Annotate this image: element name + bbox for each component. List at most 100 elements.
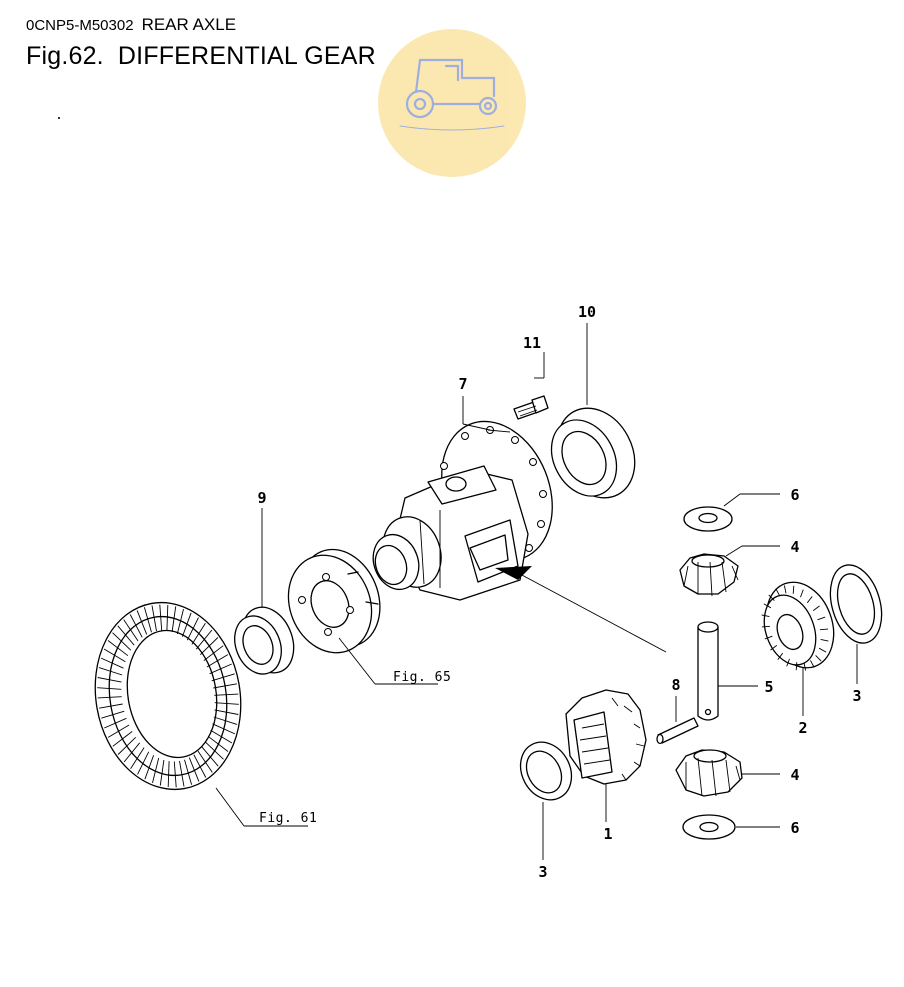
gear-tooth [137, 751, 150, 775]
gear-tooth [213, 683, 237, 689]
watermark-logo [378, 29, 526, 177]
gear-tooth [97, 687, 122, 690]
gear-tooth [213, 716, 238, 725]
gear-tooth [763, 603, 772, 609]
gear-tooth [768, 594, 775, 601]
gear-tooth [136, 610, 148, 635]
part-4-pinion-upper [679, 553, 739, 597]
gear-tooth [817, 616, 826, 621]
gear-tooth [204, 741, 224, 760]
section-title: REAR AXLE [141, 15, 237, 34]
callout-11: 11 [523, 334, 541, 352]
gear-tooth [188, 757, 200, 782]
gear-tooth [191, 623, 206, 645]
gear-tooth [103, 648, 126, 663]
callout-6-upper: 6 [790, 486, 799, 504]
gear-tooth [107, 640, 129, 657]
callout-3-left: 3 [538, 863, 547, 881]
gear-tooth [777, 652, 784, 660]
gear-tooth [803, 662, 807, 671]
gear-tooth [151, 605, 157, 632]
callout-5: 5 [764, 678, 773, 696]
part-4-pinion-lower [675, 749, 743, 797]
gear-tooth [184, 759, 193, 785]
gear-tooth [820, 628, 829, 631]
callout-10: 10 [578, 303, 596, 321]
gear-tooth [810, 660, 815, 668]
stray-dot [58, 117, 60, 119]
gear-tooth [214, 693, 239, 696]
gear-tooth [770, 645, 778, 651]
gear-tooth [209, 663, 232, 675]
gear-tooth [201, 746, 219, 767]
gear-tooth [143, 607, 152, 633]
gear-tooth [214, 702, 239, 705]
callout-6-lower: 6 [790, 819, 799, 837]
gear-tooth [144, 755, 155, 780]
part-2-side-gear [761, 581, 835, 671]
part-3-washer-right [829, 564, 883, 644]
gear-tooth [159, 604, 163, 631]
gear-tooth [203, 645, 224, 661]
gear-tooth [117, 625, 135, 646]
part-11-bolt [513, 395, 549, 420]
gear-tooth [820, 638, 829, 642]
gear-tooth [818, 647, 827, 653]
gear-tooth [800, 589, 804, 598]
figure-heading: Fig.62.DIFFERENTIAL GEAR [26, 42, 376, 71]
gear-tooth [101, 710, 125, 719]
gear-tooth [806, 596, 813, 604]
gear-tooth [792, 585, 795, 594]
gear-tooth [186, 617, 199, 641]
gear-tooth [100, 657, 124, 669]
gear-tooth [206, 654, 229, 668]
gear-tooth [176, 608, 184, 635]
gear-tooth [112, 731, 133, 747]
callout-2: 2 [798, 719, 807, 737]
tractor-icon [399, 58, 505, 131]
gear-tooth [97, 677, 122, 683]
figure-number: Fig.62. [26, 42, 104, 70]
gear-tooth [207, 735, 229, 752]
gear-tooth [181, 612, 192, 637]
gear-tooth [117, 736, 137, 755]
gear-tooth [212, 723, 236, 735]
part-1-side-gear [565, 689, 647, 785]
gear-tooth [123, 619, 139, 642]
document-code: 0CNP5-M50302 REAR AXLE [26, 15, 236, 35]
gear-tooth [123, 742, 141, 763]
gear-tooth [761, 614, 770, 618]
gear-tooth [211, 673, 235, 682]
part-9-bearing [234, 606, 295, 675]
document-code-text: 0CNP5-M50302 [26, 17, 134, 34]
part-ring-gear-fig61 [94, 601, 242, 791]
gear-tooth [152, 757, 160, 784]
gear-tooth [159, 759, 165, 786]
ring-gear-teeth [97, 604, 239, 788]
gear-tooth [166, 604, 169, 631]
gear-tooth [795, 662, 798, 671]
callout-1: 1 [603, 825, 612, 843]
gear-tooth [775, 588, 780, 596]
gear-tooth [195, 629, 213, 650]
gear-tooth [173, 761, 177, 788]
callout-4-upper: 4 [790, 538, 799, 556]
leader-lines [215, 323, 858, 860]
reference-fig65: Fig. 65 [393, 670, 451, 685]
gear-tooth [179, 760, 185, 787]
part-5-shaft [697, 621, 719, 721]
gear-tooth [761, 625, 770, 628]
callout-3-right: 3 [852, 687, 861, 705]
part-hub-fig65 [287, 548, 381, 654]
part-6-washer-upper [683, 506, 733, 532]
callout-4-lower: 4 [790, 766, 799, 784]
gear-tooth [97, 696, 122, 699]
gear-tooth [104, 717, 127, 729]
gear-tooth [210, 729, 233, 744]
part-6-washer-lower [682, 814, 736, 840]
gear-tooth [214, 709, 239, 715]
gear-tooth [98, 667, 123, 676]
gear-tooth [199, 637, 219, 656]
part-3-washer-left [519, 741, 573, 801]
